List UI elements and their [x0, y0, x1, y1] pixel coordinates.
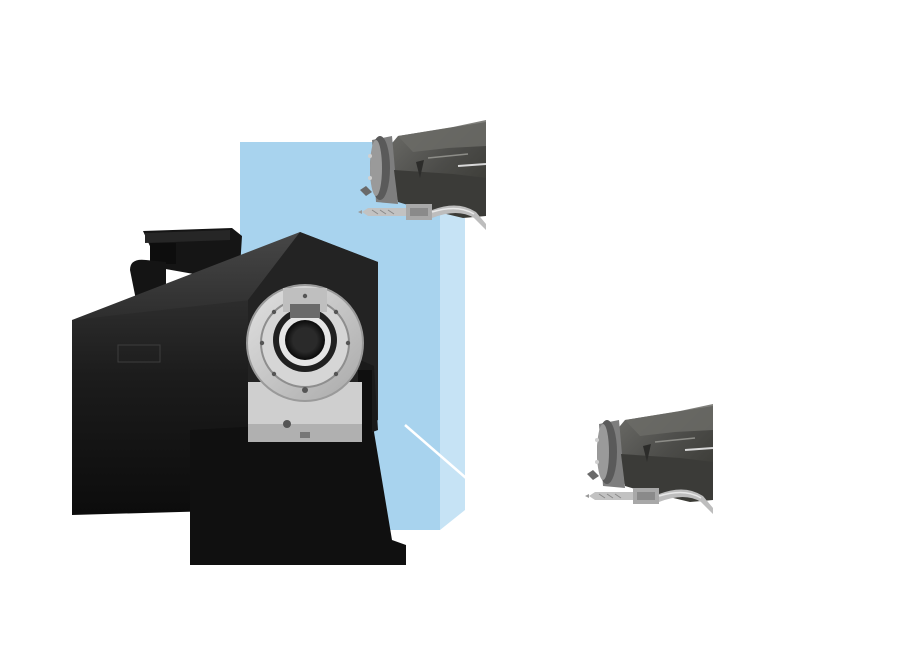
- spindle-base: [248, 382, 362, 442]
- tool-head-icon: [357, 119, 487, 231]
- main-spindle-icon: [246, 284, 364, 402]
- tool-head-icon: [584, 403, 714, 515]
- guide-line: [404, 424, 467, 479]
